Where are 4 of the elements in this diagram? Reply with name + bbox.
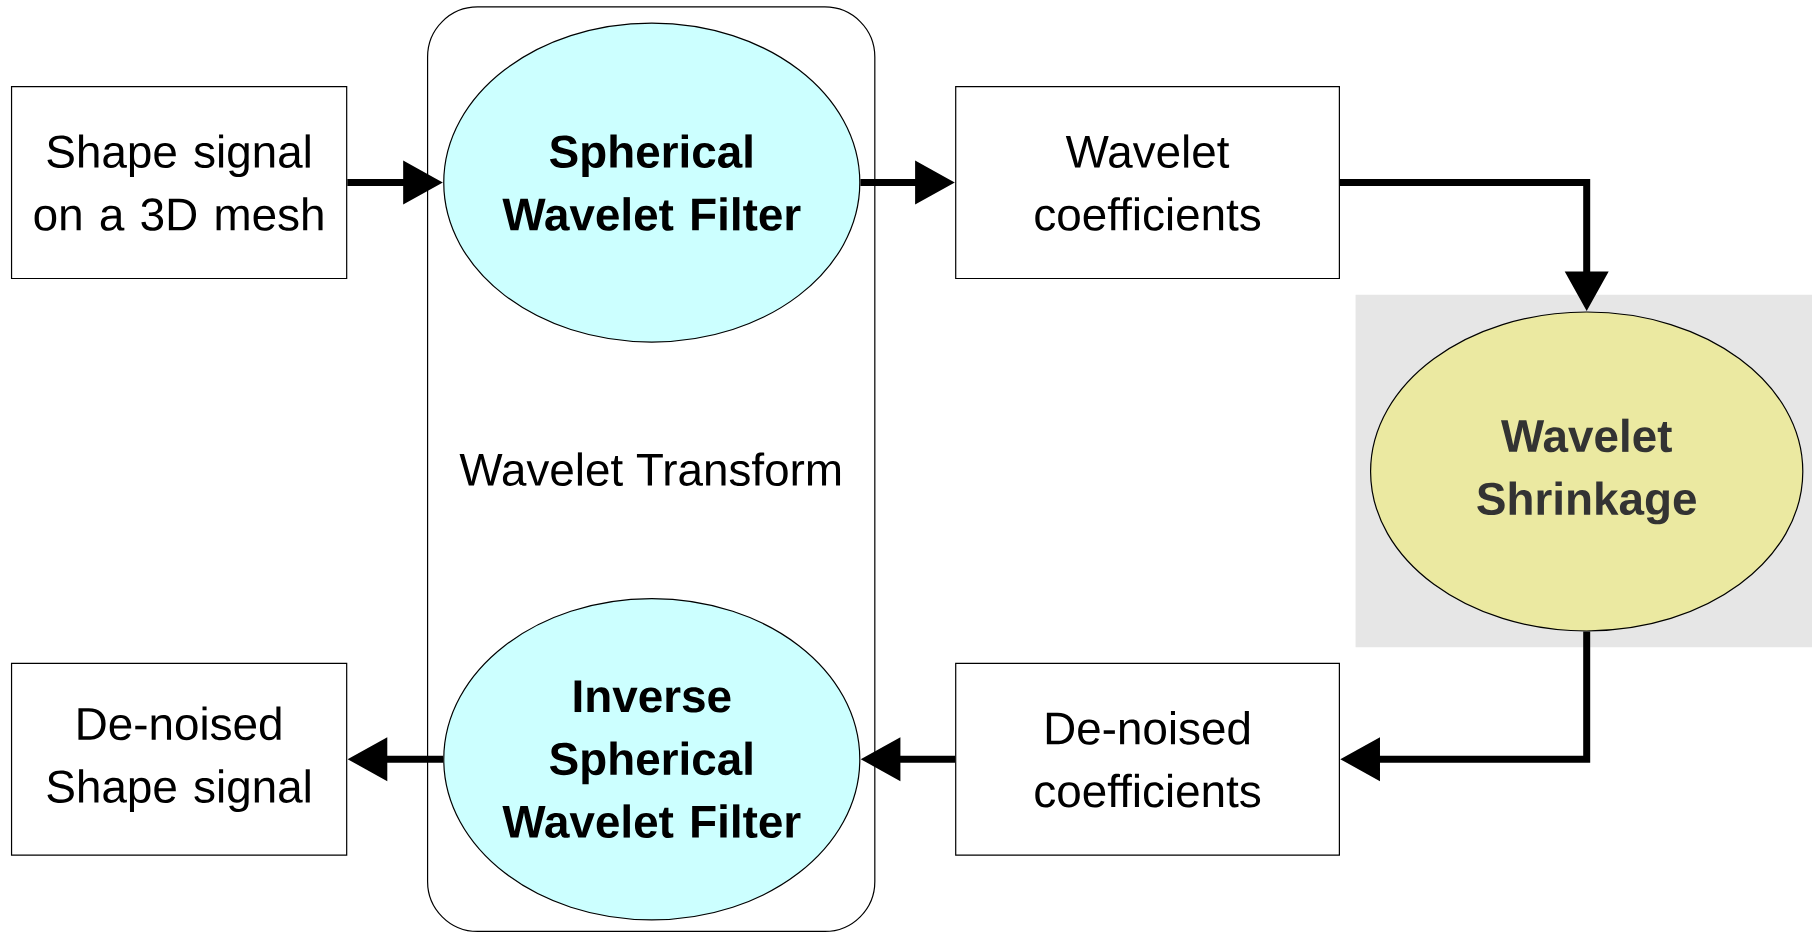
text-box: Wavelet coefficients [955,86,1340,280]
text-box: Shape signal on a 3D mesh [10,86,348,280]
text-box: De-noised Shape signal [10,662,348,856]
text-box: De-noised coefficients [955,662,1340,856]
